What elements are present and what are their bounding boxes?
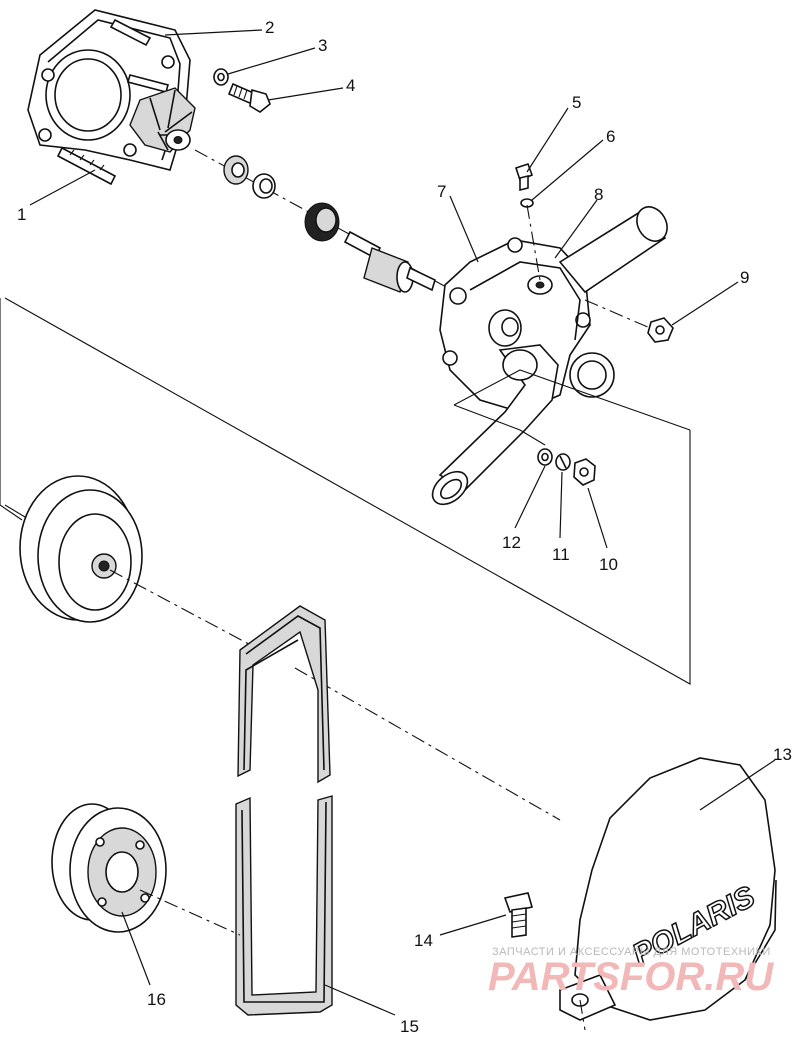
- nut: [647, 317, 674, 343]
- callout-11: 11: [552, 545, 570, 564]
- drive-belt: [235, 605, 333, 1016]
- assembly-boundary-line: [0, 297, 691, 685]
- impeller: [129, 87, 196, 153]
- pump-housing: [431, 206, 668, 506]
- callout-15: 15: [400, 1017, 419, 1036]
- callout-9: 9: [740, 268, 749, 287]
- washer: [213, 68, 229, 86]
- callout-12: 12: [502, 533, 521, 552]
- nut: [573, 458, 596, 486]
- callout-8: 8: [594, 185, 603, 204]
- callout-7: 7: [437, 182, 446, 201]
- pump-shaft: [343, 230, 436, 293]
- washer: [537, 448, 553, 466]
- bolt: [227, 82, 271, 113]
- callout-6: 6: [606, 127, 615, 146]
- lock-washer: [555, 453, 571, 471]
- bleed-screw: [514, 162, 534, 192]
- callout-1: 1: [17, 205, 26, 224]
- callout-16: 16: [147, 990, 166, 1009]
- callout-labels: 1 2 3 4 5 6 7 8 9 10 11 12 13 14 15 16: [17, 18, 792, 1036]
- callout-3: 3: [318, 36, 327, 55]
- callout-2: 2: [265, 18, 274, 37]
- cover-bolt: [503, 892, 534, 938]
- leader-lines: [29, 29, 776, 1016]
- callout-14: 14: [414, 931, 433, 950]
- crank-pulley: [51, 803, 167, 933]
- belt-cover: POLARIS: [559, 757, 777, 1021]
- pump-back-plate: [27, 9, 191, 171]
- oil-seal: [304, 202, 340, 242]
- callout-13: 13: [773, 745, 792, 764]
- watermark-site: PARTSFOR.RU: [488, 955, 774, 999]
- watermark-subtitle: ЗАПЧАСТИ И АКСЕССУАРЫ ДЛЯ МОТОТЕХНИКИ: [492, 946, 771, 958]
- callout-5: 5: [572, 93, 581, 112]
- callout-10: 10: [599, 555, 618, 574]
- stud: [56, 18, 169, 186]
- mechanical-seal: [223, 155, 249, 185]
- seal-ring: [252, 173, 276, 199]
- watermark: ЗАПЧАСТИ И АКСЕССУАРЫ ДЛЯ МОТОТЕХНИКИ PA…: [488, 946, 774, 999]
- pump-pulley: [19, 475, 143, 623]
- callout-4: 4: [346, 76, 355, 95]
